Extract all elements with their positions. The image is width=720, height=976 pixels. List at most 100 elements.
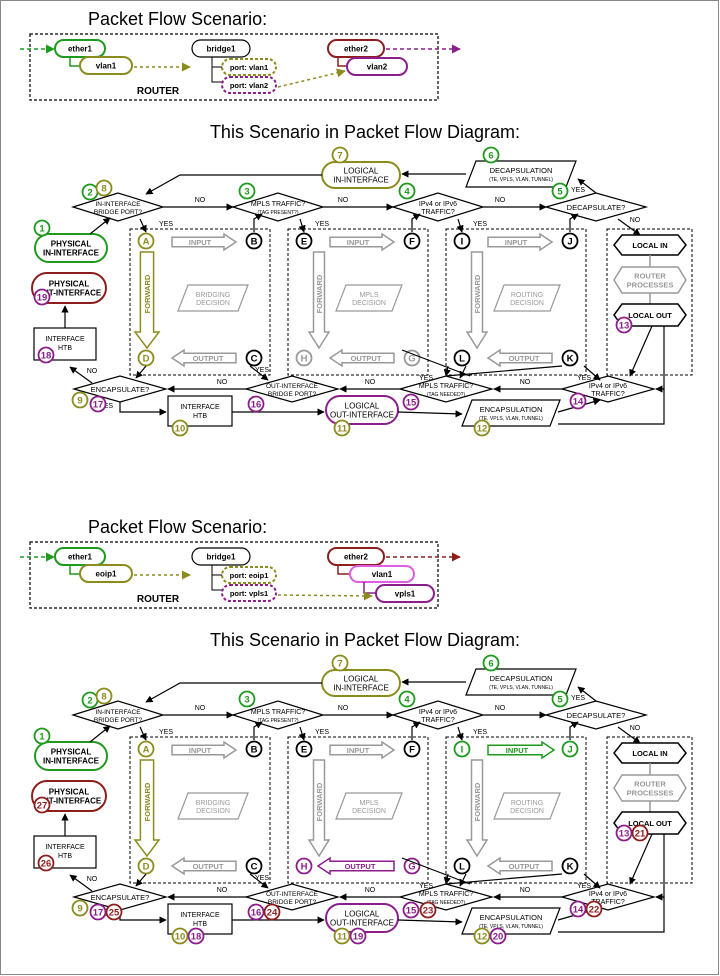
routing-output-arrow: OUTPUT bbox=[486, 856, 553, 876]
step-number: 24 bbox=[263, 903, 281, 921]
bridging-forward-arrow: FORWARD bbox=[133, 251, 161, 350]
pill-label: eoip1 bbox=[96, 570, 117, 579]
step-number-text: 21 bbox=[635, 829, 646, 840]
parallelogram-label: DECISION bbox=[196, 808, 230, 815]
arrow-label: INPUT bbox=[506, 746, 529, 755]
pill-label: OUT-INTERFACE bbox=[330, 411, 394, 420]
ether1-pill: ether1 bbox=[54, 39, 106, 58]
letter-text: H bbox=[301, 354, 308, 365]
local-box bbox=[606, 736, 693, 884]
letter-circle bbox=[453, 857, 471, 875]
step-number: 1 bbox=[33, 727, 51, 745]
htb-label: INTERFACE bbox=[180, 912, 220, 919]
parallelogram-label: ROUTING bbox=[511, 292, 543, 299]
arrow-shape bbox=[329, 740, 396, 760]
port2-to-iface-arrow bbox=[277, 591, 373, 601]
connector-arrow bbox=[401, 349, 471, 377]
step-number: 10 bbox=[171, 927, 189, 945]
node-letter: H bbox=[295, 857, 313, 875]
node-letter: I bbox=[453, 232, 471, 250]
step-number-text: 13 bbox=[619, 321, 630, 332]
step-number-text: 13 bbox=[619, 829, 630, 840]
router-box bbox=[29, 541, 439, 609]
port2-to-iface-arrow bbox=[277, 68, 346, 88]
no-label: NO bbox=[365, 379, 376, 386]
step-circle bbox=[238, 690, 256, 708]
step-number-text: 12 bbox=[477, 932, 488, 943]
pill-label: PHYSICAL bbox=[49, 280, 90, 289]
diamond-label: (TAG NEEDED?) bbox=[427, 900, 466, 906]
hexagon-label: LOCAL OUT bbox=[628, 819, 672, 828]
parallelogram-shape bbox=[493, 284, 561, 312]
step-circle bbox=[247, 395, 265, 413]
scenario-title: Packet Flow Scenario: bbox=[88, 517, 267, 537]
step-number-text: 7 bbox=[337, 151, 342, 162]
parallelogram-label: DECISION bbox=[196, 300, 230, 307]
step-number-text: 4 bbox=[404, 187, 410, 198]
scenario-section-2: Packet Flow Scenario:ROUTERether1eoip1br… bbox=[20, 517, 461, 609]
yes-label: YES bbox=[255, 875, 269, 882]
step-number: 18 bbox=[37, 346, 55, 364]
node-letter: E bbox=[295, 232, 313, 250]
diamond-label: IPv4 or IPv6 bbox=[419, 201, 457, 208]
parallelogram-shape bbox=[461, 907, 561, 935]
parallelogram-label: (TE, VPLS, VLAN, TUNNEL) bbox=[489, 177, 553, 183]
bridging-input-arrow: INPUT bbox=[171, 740, 238, 760]
step-circle bbox=[473, 927, 491, 945]
scenario-title: Packet Flow Scenario: bbox=[88, 9, 267, 29]
routing-input-arrow: INPUT bbox=[487, 740, 556, 760]
htb-label: HTB bbox=[193, 921, 207, 928]
decapsulation-box: DECAPSULATION(TE, VPLS, VLAN, TUNNEL) bbox=[465, 160, 577, 188]
diamond-label: BRIDGE PORT? bbox=[94, 717, 143, 724]
connector-arrow bbox=[253, 213, 263, 232]
diamond-label: IPv4 or IPv6 bbox=[589, 891, 627, 898]
connector-arrow bbox=[583, 365, 601, 381]
no-label: NO bbox=[520, 379, 531, 386]
no-label: NO bbox=[365, 887, 376, 894]
bridging-forward-arrow: FORWARD bbox=[133, 759, 161, 858]
diamond-label: MPLS TRAFFIC? bbox=[251, 201, 305, 208]
step-circle bbox=[238, 182, 256, 200]
connector-arrow bbox=[89, 725, 111, 743]
ether2-pill: ether2 bbox=[327, 547, 385, 566]
bridge-pill: bridge1 bbox=[191, 39, 251, 58]
diamond-label: IPv4 or IPv6 bbox=[419, 709, 457, 716]
step-circle bbox=[349, 927, 367, 945]
step-number-text: 10 bbox=[175, 424, 186, 435]
routing-forward-arrow: FORWARD bbox=[465, 251, 489, 350]
hexagon-label: LOCAL IN bbox=[632, 749, 667, 758]
step-number: 23 bbox=[419, 901, 437, 919]
arrow-label: OUTPUT bbox=[351, 354, 382, 363]
flow-diagram-2: This Scenario in Packet Flow Diagram:IN-… bbox=[31, 630, 693, 945]
step-number-text: 2 bbox=[87, 188, 92, 199]
letter-circle bbox=[561, 857, 579, 875]
step-number: 13 bbox=[615, 824, 633, 842]
step-circle bbox=[33, 727, 51, 745]
arrow-shape bbox=[133, 251, 161, 350]
step-circle bbox=[333, 927, 351, 945]
step-circle bbox=[171, 927, 189, 945]
letter-circle bbox=[403, 740, 421, 758]
step-number-text: 20 bbox=[493, 932, 504, 943]
step-number: 6 bbox=[482, 146, 500, 164]
parallelogram-label: BRIDGING bbox=[196, 800, 231, 807]
arrow-shape bbox=[307, 759, 331, 858]
arrow-label: FORWARD bbox=[315, 274, 324, 313]
step-number: 8 bbox=[95, 687, 113, 705]
pill-label: ether2 bbox=[344, 553, 369, 562]
encapsulate-diamond: ENCAPSULATE? bbox=[71, 375, 169, 403]
diamond-label: MPLS TRAFFIC? bbox=[419, 891, 473, 898]
pill-shape bbox=[79, 564, 133, 583]
no-label: NO bbox=[338, 705, 349, 712]
routing-input-arrow: INPUT bbox=[487, 232, 554, 252]
diamond-label: DECAPSULATE? bbox=[567, 711, 626, 720]
hexagon-shape bbox=[613, 774, 687, 802]
connector-arrow bbox=[397, 918, 463, 926]
letter-circle bbox=[245, 857, 263, 875]
